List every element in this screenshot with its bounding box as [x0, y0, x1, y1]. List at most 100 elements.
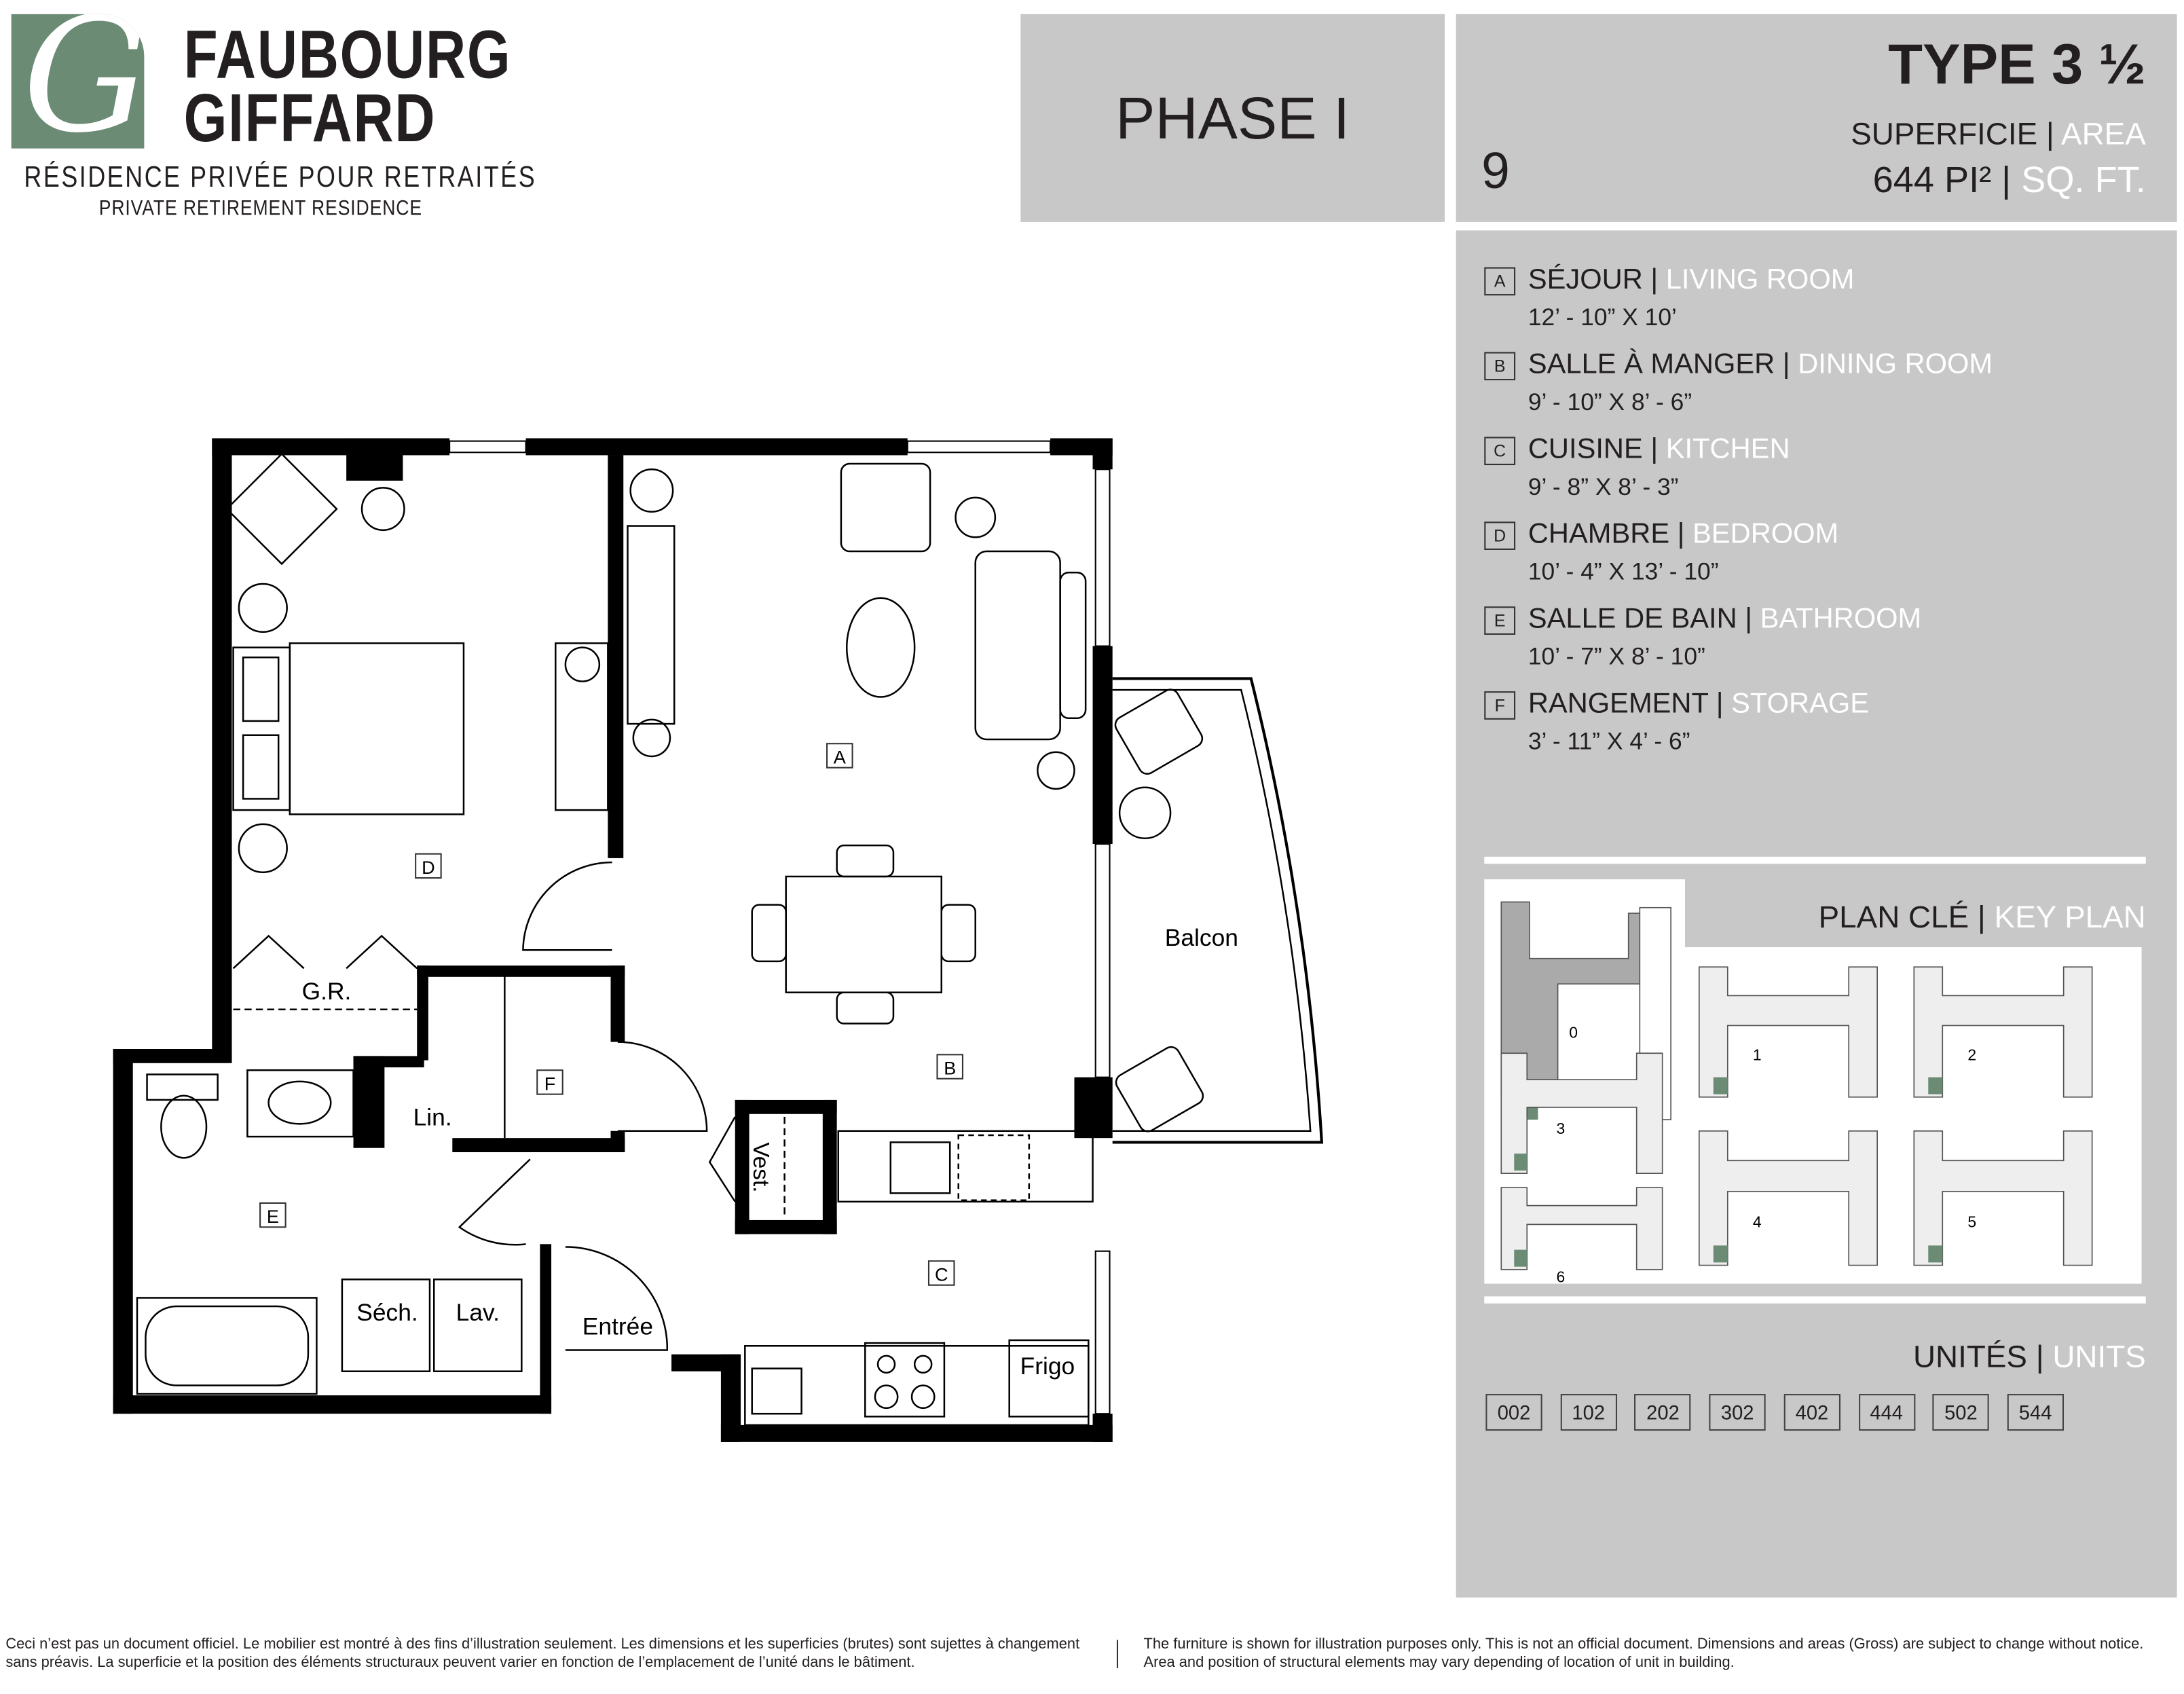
- storage-door: [617, 1041, 708, 1133]
- walls: [113, 438, 1113, 1442]
- key-plan-title-en: KEY PLAN: [1994, 899, 2146, 935]
- room-letter-badge: A: [1484, 267, 1516, 296]
- nightstand-lamp: [238, 583, 288, 633]
- key-plan-floor-5: [1913, 1130, 2093, 1266]
- phase-label: PHASE I: [1115, 84, 1350, 151]
- armchair: [840, 462, 931, 553]
- units-title-en: UNITS: [2052, 1338, 2146, 1374]
- unit-badge: 302: [1709, 1394, 1766, 1431]
- area-label-fr: SUPERFICIE: [1851, 115, 2038, 151]
- plan-label-gr: G.R.: [302, 978, 352, 1005]
- room-dimensions: 10’ - 4” X 13’ - 10”: [1528, 558, 1719, 586]
- key-plan-floor-3: [1500, 1052, 1663, 1175]
- unit-badge: 202: [1634, 1394, 1692, 1431]
- stove: [864, 1342, 946, 1418]
- plan-label-d: D: [422, 858, 435, 878]
- unit-type-box: 9 TYPE 3 ½ SUPERFICIE | AREA 644 PI² | S…: [1456, 14, 2177, 222]
- tv-unit: [627, 525, 675, 725]
- plan-label-a: A: [834, 747, 846, 767]
- room-name-en: STORAGE: [1731, 688, 1870, 720]
- room-tag-box: [259, 1202, 286, 1228]
- area-value: 644 PI² | SQ. FT.: [1872, 158, 2146, 201]
- room-tag-box: [536, 1069, 563, 1095]
- floor-plan: ABCDEFG.R.Lin.BalconSéch.Lav.EntréeFrigo…: [113, 438, 1324, 1442]
- fridge: [1008, 1339, 1090, 1418]
- room-name: SÉJOUR | LIVING ROOM: [1528, 264, 1855, 296]
- room-name: SALLE DE BAIN | BATHROOM: [1528, 604, 1922, 635]
- dining-table: [785, 875, 942, 993]
- key-plan-title: PLAN CLÉ | KEY PLAN: [1818, 899, 2146, 935]
- balcony-chair: [1114, 688, 1204, 775]
- unit-type: TYPE 3 ½: [1888, 33, 2146, 96]
- room-dimensions: 9’ - 8” X 8’ - 3”: [1528, 473, 1679, 501]
- closet-doors: [232, 934, 418, 970]
- room-name-fr: CUISINE: [1528, 434, 1643, 466]
- room-dimensions: 12’ - 10” X 10’: [1528, 303, 1677, 331]
- units-title: UNITÉS | UNITS: [1912, 1338, 2146, 1374]
- room-letter-badge: B: [1484, 352, 1516, 381]
- unit-badge: 502: [1932, 1394, 1990, 1431]
- sink: [889, 1141, 951, 1194]
- key-plan-floor-4: [1698, 1130, 1878, 1266]
- unit-badge: 102: [1560, 1394, 1617, 1431]
- key-plan-floor-number: 2: [1967, 1046, 1976, 1064]
- logo-letter: G: [22, 14, 145, 149]
- room-name-fr: SALLE À MANGER: [1528, 349, 1775, 381]
- room-name-fr: SALLE DE BAIN: [1528, 604, 1737, 635]
- room-dimensions: 10’ - 7” X 8’ - 10”: [1528, 643, 1705, 670]
- sofa: [974, 550, 1061, 741]
- plan-label-sech: Séch.: [356, 1300, 418, 1326]
- unit-badge: 444: [1858, 1394, 1915, 1431]
- room-name-en: KITCHEN: [1665, 434, 1790, 466]
- kitchen-counter: [837, 1130, 1094, 1203]
- plan-label-c: C: [935, 1264, 948, 1285]
- tagline-en: PRIVATE RETIREMENT RESIDENCE: [98, 196, 422, 221]
- divider: [1484, 856, 2146, 864]
- room-name: RANGEMENT | STORAGE: [1528, 688, 1870, 720]
- furniture: [136, 452, 1324, 1426]
- brand-name-line2: GIFFARD: [183, 81, 437, 158]
- room-name-fr: CHAMBRE: [1528, 519, 1670, 550]
- key-plan-title-fr: PLAN CLÉ: [1818, 899, 1969, 935]
- key-plan-floor-2: [1913, 966, 2093, 1098]
- plan-label-f: F: [544, 1073, 556, 1094]
- room-name-en: DINING ROOM: [1798, 349, 1993, 381]
- room-letter-badge: E: [1484, 606, 1516, 635]
- room-tag-box: [927, 1260, 955, 1286]
- plan-label-e: E: [267, 1207, 279, 1227]
- room-name-en: BEDROOM: [1692, 519, 1839, 550]
- room-letter-badge: C: [1484, 437, 1516, 466]
- footer-disclaimer-fr: Ceci n’est pas un document officiel. Le …: [5, 1636, 1080, 1672]
- plan-label-lin: Lin.: [413, 1104, 452, 1130]
- plan-label-vest: Vest.: [748, 1142, 773, 1192]
- toilet: [160, 1094, 208, 1159]
- area-value-fr: 644 PI²: [1872, 158, 1992, 201]
- nightstand-lamp: [238, 823, 288, 873]
- bathroom-door: [458, 1158, 531, 1246]
- divider: [1484, 1296, 2146, 1304]
- room-tag-box: [826, 743, 853, 769]
- room-name: CHAMBRE | BEDROOM: [1528, 519, 1839, 550]
- room-tag-box: [415, 853, 442, 879]
- plan-label-b: B: [944, 1058, 956, 1078]
- washer: [432, 1278, 523, 1372]
- entry-door: [565, 1246, 669, 1351]
- plan-label-lav: Lav.: [456, 1300, 500, 1326]
- key-plan-floor-number: 5: [1967, 1213, 1976, 1230]
- key-plan-floor-6: [1500, 1187, 1663, 1270]
- room-name: SALLE À MANGER | DINING ROOM: [1528, 349, 1993, 381]
- plan-label-balcon: Balcon: [1165, 925, 1238, 951]
- key-plan-floor-1: [1698, 966, 1878, 1098]
- area-label-en: AREA: [2061, 115, 2146, 151]
- room-name-en: LIVING ROOM: [1665, 264, 1855, 296]
- plan-label-frigo: Frigo: [1020, 1353, 1075, 1380]
- room-letter-badge: D: [1484, 521, 1516, 550]
- tagline-fr: RÉSIDENCE PRIVÉE POUR RETRAITÉS: [24, 161, 537, 194]
- windows: [449, 440, 1111, 1415]
- unit-number: 9: [1481, 141, 1510, 200]
- dresser: [555, 642, 609, 811]
- dryer: [341, 1278, 431, 1372]
- footer-divider: [1116, 1640, 1119, 1668]
- bedroom-door: [522, 861, 612, 951]
